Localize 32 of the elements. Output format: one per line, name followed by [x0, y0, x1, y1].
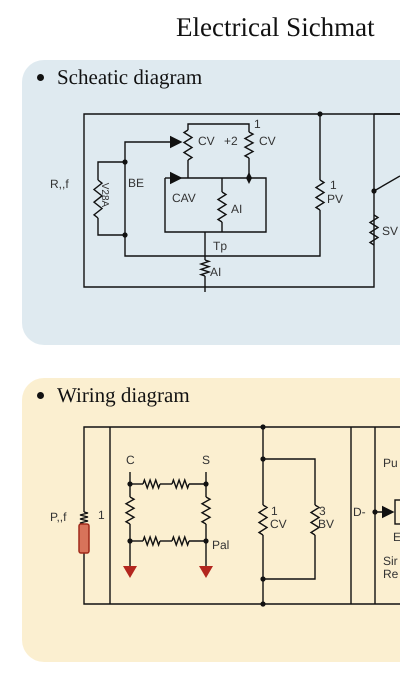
circuit-label: 1: [330, 179, 337, 191]
circuit-label: Tp: [213, 240, 228, 252]
circuit-label: C: [126, 454, 135, 466]
diagram-title: Electrical Sichmat: [176, 12, 375, 43]
circuit-label: +2: [224, 135, 238, 147]
circuit-label: AI: [231, 203, 242, 215]
circuit-label: 3: [319, 505, 326, 517]
circuit-label: D-: [353, 506, 366, 518]
circuit-label: CV: [198, 135, 215, 147]
section-panel: [22, 60, 400, 345]
circuit-label: P,,f: [50, 511, 66, 523]
section-heading: Scheatic diagram: [57, 65, 202, 90]
circuit-label: Re: [383, 568, 398, 580]
circuit-label: AI: [210, 266, 222, 278]
circuit-label: BE: [128, 177, 144, 189]
circuit-label: PV: [327, 193, 344, 205]
circuit-label: S: [202, 454, 210, 466]
circuit-label: CV: [270, 518, 287, 530]
section-panel: [22, 378, 400, 662]
circuit-label: Pu: [383, 457, 398, 469]
circuit-label: 1: [254, 118, 261, 130]
circuit-label: Sir: [383, 555, 398, 567]
circuit-label: CV: [259, 135, 276, 147]
circuit-label: 1: [271, 505, 278, 517]
circuit-label: Pal: [212, 539, 230, 551]
circuit-label: V28A: [99, 182, 110, 208]
circuit-label: R,,f: [50, 178, 69, 190]
circuit-label: BV: [318, 518, 334, 530]
circuit-label: 1: [98, 509, 105, 521]
circuit-label: SV: [382, 225, 398, 237]
section-heading: Wiring diagram: [57, 383, 190, 408]
circuit-label: CAV: [172, 192, 196, 204]
